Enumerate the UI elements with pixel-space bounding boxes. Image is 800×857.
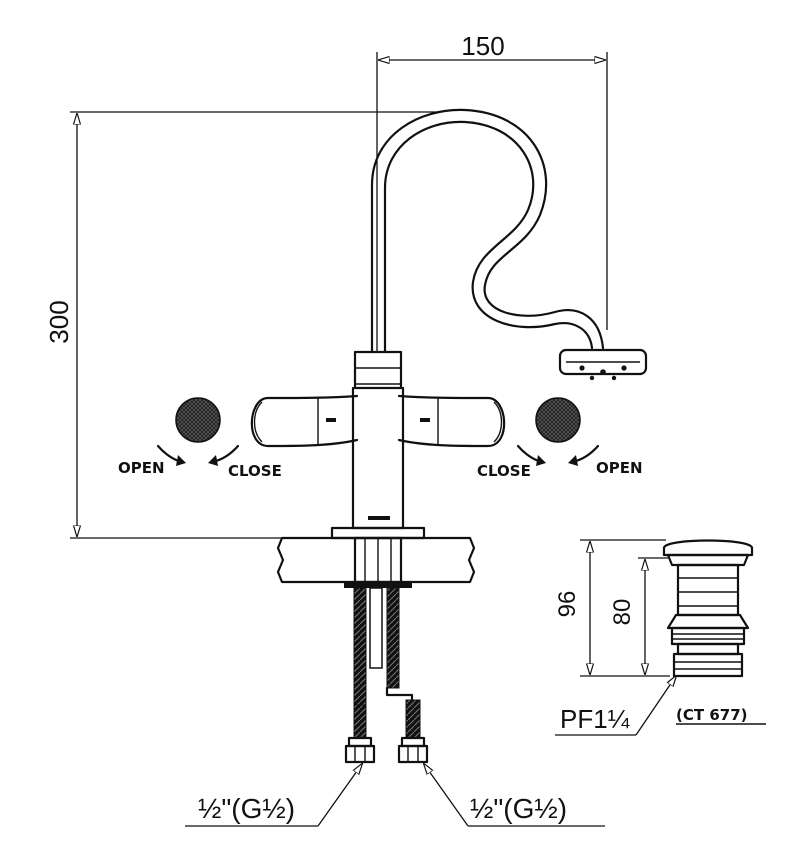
right-indicator-icon — [535, 397, 581, 443]
dimension-96: 96 — [554, 539, 670, 677]
drain-thread-label: PF1¼ — [560, 704, 630, 734]
right-inlet-callout: ½"(G½) — [424, 764, 605, 827]
countertop-section — [276, 526, 476, 584]
right-inlet-label: ½"(G½) — [470, 793, 567, 824]
dimension-96-label: 96 — [554, 591, 581, 618]
supply-hoses — [344, 582, 429, 764]
dimension-150-label: 150 — [461, 31, 504, 61]
left-handle — [250, 394, 359, 448]
dimension-80-label: 80 — [609, 599, 636, 626]
left-open-label: OPEN — [118, 459, 165, 477]
right-open-label: OPEN — [596, 459, 643, 477]
faucet-body — [351, 350, 405, 530]
spray-head — [558, 348, 648, 381]
drain-model-label: (CT 677) — [676, 706, 747, 724]
right-close-label: CLOSE — [477, 462, 531, 480]
left-inlet-callout: ½"(G½) — [185, 764, 362, 827]
popup-drain — [662, 539, 754, 678]
dimension-300: 300 — [44, 111, 440, 539]
left-inlet-label: ½"(G½) — [198, 793, 295, 824]
left-close-label: CLOSE — [228, 462, 282, 480]
dimension-300-label: 300 — [44, 300, 74, 343]
left-indicator-icon — [175, 397, 221, 443]
drain-callout: PF1¼ (CT 677) — [555, 676, 766, 736]
dimension-80: 80 — [609, 557, 668, 674]
dimension-150: 150 — [376, 31, 608, 352]
right-handle — [397, 394, 506, 448]
gooseneck-spout — [370, 108, 605, 354]
rotation-arrows — [156, 444, 600, 466]
